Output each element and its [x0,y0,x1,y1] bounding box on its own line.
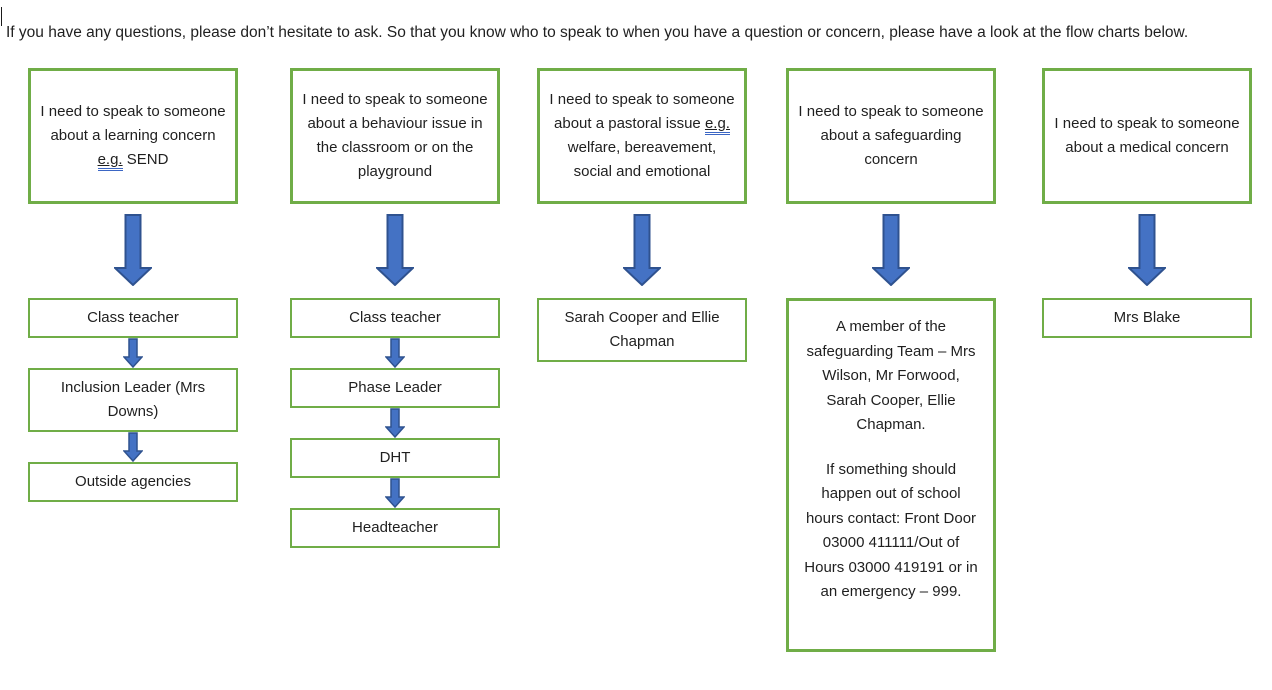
flowchart-column-medical-concern: I need to speak to someone about a medic… [1042,68,1252,338]
down-arrow-large-icon [376,214,414,286]
flow-step-text: A member of the safeguarding Team – Mrs … [806,318,976,433]
flow-step-text: DHT [379,449,411,466]
top-text-segment: I need to speak to someone about a learn… [40,103,226,144]
top-text-segment: I need to speak to someone about a pasto… [549,91,735,132]
flowchart-column-pastoral-issue: I need to speak to someone about a pasto… [537,68,747,362]
flowchart-column-safeguarding-concern: I need to speak to someone about a safeg… [786,68,996,652]
flow-top-box: I need to speak to someone about a behav… [290,68,500,204]
down-arrow-large-icon [114,214,152,286]
down-arrow-large-icon [1128,214,1166,286]
flow-step-text: If something should happen out of school… [804,460,978,601]
flow-step-box: Outside agencies [28,462,238,502]
flow-step-text: Mrs Blake [1113,309,1181,326]
grammar-underlined-text: e.g. [97,151,123,171]
flow-top-box: I need to speak to someone about a pasto… [537,68,747,204]
flow-top-text: I need to speak to someone about a medic… [1054,112,1240,160]
flow-step-box: Headteacher [290,508,500,548]
down-arrow-small-icon [123,338,143,368]
down-arrow-large-icon [623,214,661,286]
flow-top-box: I need to speak to someone about a medic… [1042,68,1252,204]
down-arrow-small-icon [385,338,405,368]
top-text-segment: I need to speak to someone about a safeg… [798,103,984,168]
down-arrow-small-icon [123,432,143,462]
top-text-segment: I need to speak to someone about a behav… [302,91,488,180]
flow-step-box: Class teacher [290,298,500,338]
flow-step-box: A member of the safeguarding Team – Mrs … [786,298,996,652]
flow-step-box: Sarah Cooper and Ellie Chapman [537,298,747,362]
flow-top-box: I need to speak to someone about a safeg… [786,68,996,204]
flow-top-text: I need to speak to someone about a safeg… [798,100,984,172]
flow-step-box: Class teacher [28,298,238,338]
top-text-segment: SEND [122,151,169,168]
top-text-segment: welfare, bereavement, social and emotion… [567,139,717,180]
grammar-underlined-text: e.g. [704,115,730,135]
intro-paragraph: If you have any questions, please don’t … [6,23,1189,41]
flow-top-text: I need to speak to someone about a pasto… [549,88,735,184]
flow-top-box: I need to speak to someone about a learn… [28,68,238,204]
flow-step-box: DHT [290,438,500,478]
flow-step-text: Headteacher [352,519,438,536]
flow-step-text: Class teacher [349,309,441,326]
flowchart-column-behaviour-issue: I need to speak to someone about a behav… [290,68,500,548]
flow-step-text: Sarah Cooper and Ellie Chapman [564,309,720,350]
top-text-segment: I need to speak to someone about a medic… [1054,115,1240,156]
down-arrow-small-icon [385,408,405,438]
flow-step-text: Phase Leader [348,379,442,396]
down-arrow-large-icon [872,214,910,286]
flow-step-text: Inclusion Leader (Mrs Downs) [60,379,206,420]
flow-top-text: I need to speak to someone about a learn… [40,100,226,172]
flowchart-column-learning-concern: I need to speak to someone about a learn… [28,68,238,502]
flow-step-box: Inclusion Leader (Mrs Downs) [28,368,238,432]
flow-step-text: Outside agencies [75,473,191,490]
down-arrow-small-icon [385,478,405,508]
flow-step-box: Phase Leader [290,368,500,408]
text-cursor [1,7,2,26]
flow-step-box: Mrs Blake [1042,298,1252,338]
flow-step-text: Class teacher [87,309,179,326]
flow-top-text: I need to speak to someone about a behav… [302,88,488,184]
